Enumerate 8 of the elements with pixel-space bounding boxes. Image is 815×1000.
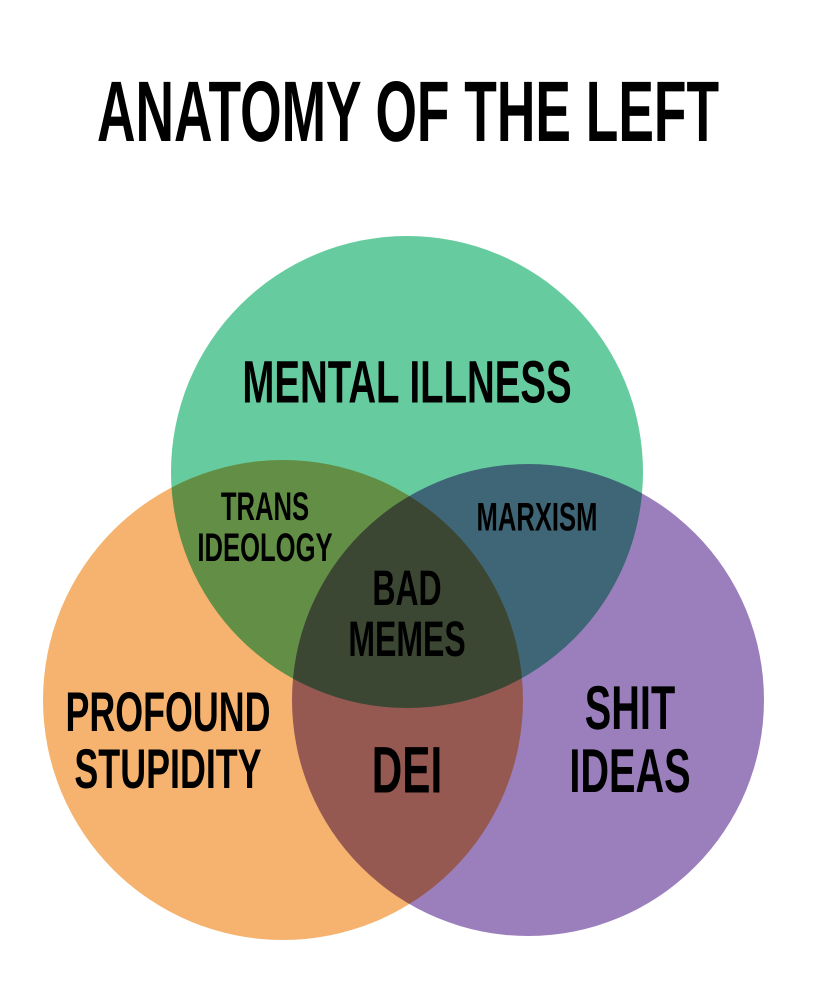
overlap-label: MARXISM (476, 498, 598, 538)
overlap-label: BAD MEMES (348, 563, 466, 665)
overlap-label: TRANS IDEOLOGY (197, 487, 333, 569)
circle-label: SHIT IDEAS (569, 676, 691, 804)
circle-label: MENTAL ILLNESS (242, 351, 572, 413)
title: ANATOMY OF THE LEFT (96, 69, 719, 155)
circle-label: PROFOUND STUPIDITY (65, 682, 271, 798)
overlap-label: DEI (372, 736, 442, 804)
